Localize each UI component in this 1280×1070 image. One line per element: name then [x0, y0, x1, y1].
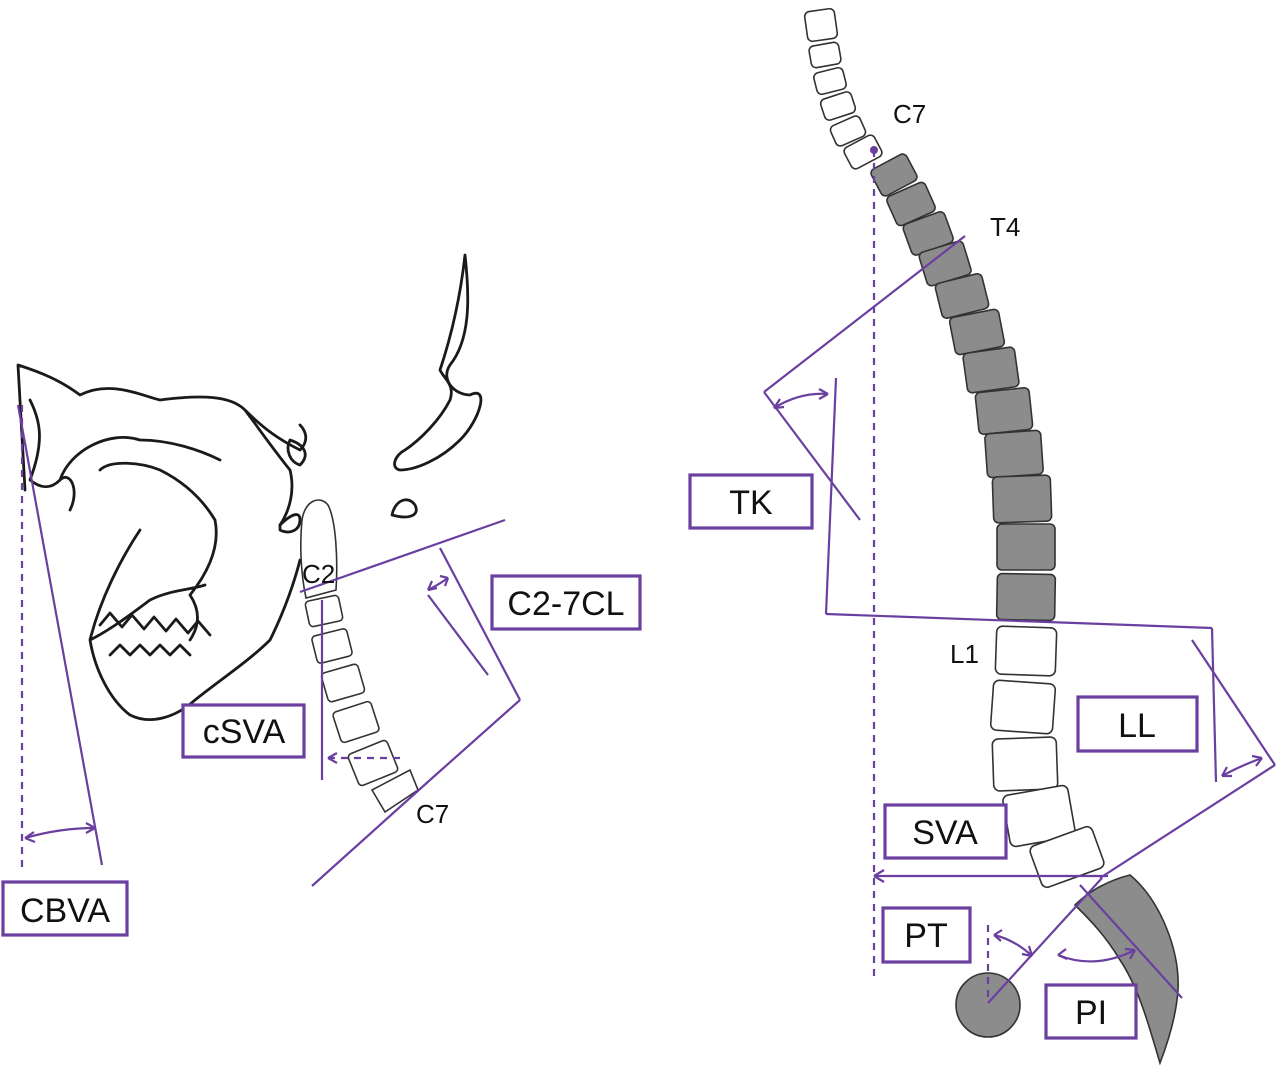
pi-label: PI [1075, 994, 1107, 1032]
sacrum [1073, 874, 1179, 1066]
spine-l1-label: L1 [950, 639, 979, 669]
sva-box: SVA [883, 803, 1008, 860]
tk-lines [763, 235, 966, 615]
vertebra-c7 [347, 739, 399, 787]
pt-pi-lines [986, 877, 1183, 1004]
c2-7cl-box: C2-7CL [490, 574, 642, 631]
vertebra-c5 [320, 663, 366, 703]
full-spine-vertebrae [803, 7, 1179, 1066]
spine-c7-label: C7 [893, 99, 926, 129]
vertebra-c6 [332, 700, 380, 744]
head-outline [16, 363, 308, 721]
cbva-lines [16, 404, 104, 870]
csva-lines [320, 600, 405, 780]
vertebra-c2 [300, 499, 338, 599]
ll-lines [825, 612, 1276, 879]
c2-label: C2 [302, 559, 335, 589]
cervical-vertebrae [300, 499, 419, 814]
vertebra-c4 [311, 628, 353, 664]
tk-box: TK [688, 473, 814, 530]
pt-label: PT [904, 917, 947, 955]
csva-label: cSVA [203, 713, 286, 751]
csva-box: cSVA [181, 703, 306, 759]
vertebra-c3 [304, 594, 344, 628]
sva-label: SVA [912, 814, 978, 852]
c7-plumb-line [870, 146, 878, 980]
c2-7cl-lines [299, 518, 521, 887]
femoral-head [955, 972, 1021, 1038]
pt-box: PT [881, 906, 972, 964]
cervical-c7-label: C7 [416, 799, 449, 829]
skull-base-outline [390, 253, 483, 519]
spine-t4-label: T4 [990, 212, 1020, 242]
ll-box: LL [1076, 695, 1199, 753]
ll-label: LL [1118, 707, 1156, 745]
sva-line [873, 869, 1108, 883]
cbva-label: CBVA [20, 892, 110, 930]
c2-7cl-label: C2-7CL [507, 585, 624, 623]
tk-label: TK [729, 484, 773, 522]
cbva-box: CBVA [1, 880, 129, 937]
pi-box: PI [1044, 983, 1138, 1040]
